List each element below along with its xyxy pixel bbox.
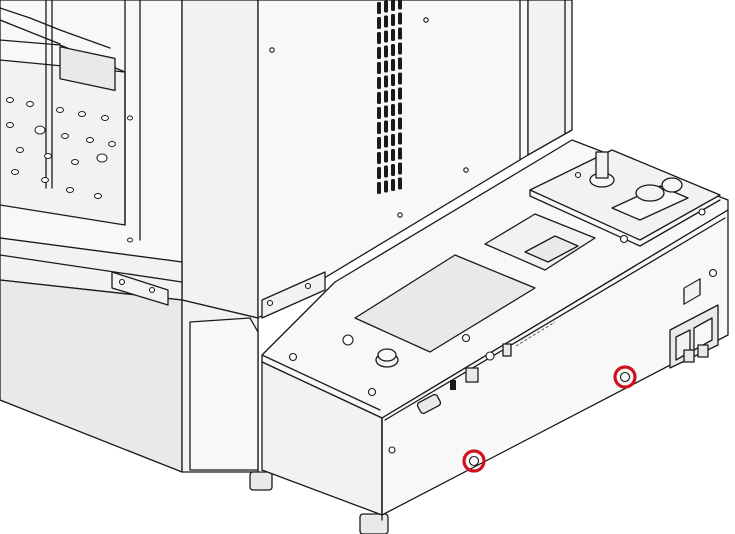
vent-slot: [384, 105, 388, 118]
vent-slot: [377, 77, 381, 89]
tray-holes: [6, 97, 133, 243]
vent-slot: [398, 162, 402, 175]
vent-slot: [384, 135, 388, 148]
vent-slot: [377, 167, 381, 179]
control-module: [261, 139, 729, 521]
vent-slot: [391, 14, 395, 26]
vent-slot: [391, 164, 395, 176]
vent-slot: [391, 59, 395, 71]
vent-slot: [391, 104, 395, 116]
vent-slot: [377, 182, 381, 194]
vent-slot: [377, 92, 381, 104]
vent-slot: [377, 62, 381, 74]
vent-slot: [398, 0, 402, 10]
vent-slot: [384, 45, 388, 58]
vent-slot: [398, 72, 402, 85]
vent-slot: [391, 89, 395, 101]
vent-slot: [398, 102, 402, 115]
vent-slot: [377, 32, 381, 44]
vent-slot: [398, 117, 402, 130]
vent-slot: [377, 2, 381, 14]
open-chamber-interior: [0, 0, 183, 263]
vent-slot: [384, 120, 388, 133]
vent-slot: [391, 149, 395, 161]
vent-slot: [384, 165, 388, 178]
vent-slot: [391, 74, 395, 86]
vent-slot: [384, 30, 388, 43]
vent-slot: [377, 137, 381, 149]
vent-slot: [398, 147, 402, 160]
vent-slot: [391, 134, 395, 146]
vent-slot: [398, 87, 402, 100]
highlighted-screw-front-panel: [462, 449, 486, 473]
vent-slot: [384, 0, 388, 13]
vent-slot: [384, 15, 388, 28]
vent-slot: [377, 152, 381, 164]
vent-slot: [377, 122, 381, 134]
vent-slot: [391, 44, 395, 56]
vent-slot: [391, 29, 395, 41]
vent-slots: [377, 0, 402, 194]
highlighted-screw-right-panel: [613, 365, 637, 389]
vent-slot: [398, 42, 402, 55]
vent-slot: [384, 60, 388, 73]
connector-ports: [416, 321, 556, 415]
vent-slot: [384, 90, 388, 103]
key-switch: [589, 151, 615, 188]
emergency-stop-button: [611, 177, 689, 221]
vent-slot: [377, 107, 381, 119]
vent-slot: [384, 180, 388, 193]
vent-slot: [398, 177, 402, 190]
vent-slot: [391, 179, 395, 191]
vent-slot: [391, 119, 395, 131]
vent-slot: [384, 75, 388, 88]
vent-slot: [398, 57, 402, 70]
vent-slot: [398, 27, 402, 40]
vent-slot: [377, 47, 381, 59]
vent-slot: [391, 0, 395, 11]
vent-slot: [398, 132, 402, 145]
vent-slot: [384, 150, 388, 163]
power-inlet: [669, 304, 719, 369]
vent-slot: [377, 17, 381, 29]
vent-slot: [398, 12, 402, 25]
